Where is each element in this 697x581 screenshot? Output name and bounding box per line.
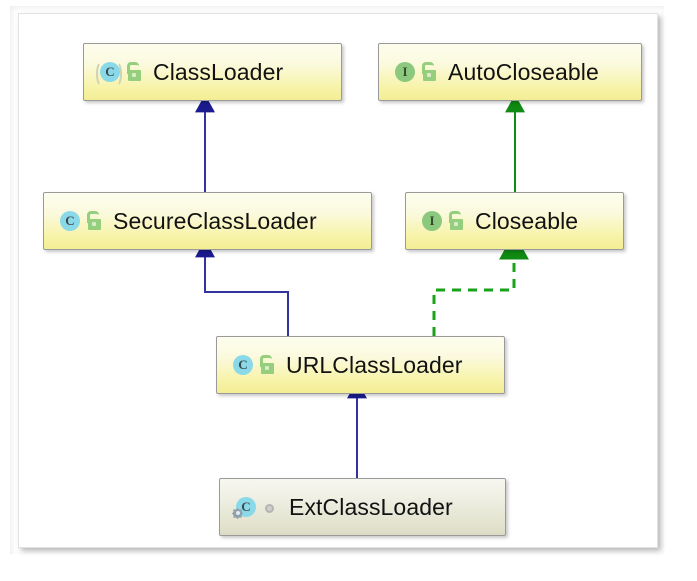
edge-urlclassloader-implements-closeable <box>432 232 529 336</box>
autocloseable-icons: I <box>391 59 448 85</box>
class-icon-letter: C <box>65 213 75 228</box>
node-urlclassloader[interactable]: C URLClassLoader <box>216 336 505 394</box>
public-unlocked-icon <box>85 211 103 231</box>
interface-icon: I <box>418 208 444 234</box>
inner-class-icon: C <box>232 494 258 520</box>
node-label: SecureClassLoader <box>113 207 317 234</box>
private-dot-icon <box>261 497 279 517</box>
classloader-icons: C <box>96 59 153 87</box>
node-autocloseable[interactable]: I AutoCloseable <box>378 43 642 101</box>
public-unlocked-icon <box>420 62 438 82</box>
node-secureclassloader[interactable]: C SecureClassLoader <box>43 192 372 250</box>
interface-icon: I <box>391 59 417 85</box>
node-extclassloader[interactable]: C ExtClassLoader <box>219 478 506 536</box>
urlclassloader-icons: C <box>229 352 286 378</box>
public-unlocked-icon <box>125 62 143 82</box>
inner-class-icon-letter: C <box>241 499 251 514</box>
class-icon: C <box>229 352 255 378</box>
public-unlocked-icon <box>447 211 465 231</box>
public-unlocked-icon <box>258 355 276 375</box>
abstract-class-icon-letter: C <box>105 64 115 79</box>
node-label: AutoCloseable <box>448 58 599 85</box>
node-label: ExtClassLoader <box>289 493 453 520</box>
node-closeable[interactable]: I Closeable <box>405 192 624 250</box>
class-icon-letter: C <box>238 357 248 372</box>
abstract-class-icon: C <box>96 59 122 87</box>
edge-urlclassloader-extends-secureclassloader <box>195 239 289 336</box>
node-classloader[interactable]: C ClassLoader <box>83 43 342 101</box>
node-label: URLClassLoader <box>286 351 463 378</box>
diagram-canvas[interactable]: C ClassLoader I AutoCloseable <box>18 13 658 548</box>
node-label: ClassLoader <box>153 58 284 85</box>
class-icon: C <box>56 208 82 234</box>
closeable-icons: I <box>418 208 475 234</box>
node-label: Closeable <box>475 207 579 234</box>
secureclassloader-icons: C <box>56 208 113 234</box>
extclassloader-icons: C <box>232 494 289 520</box>
interface-icon-letter: I <box>429 213 435 228</box>
interface-icon-letter: I <box>402 64 408 79</box>
